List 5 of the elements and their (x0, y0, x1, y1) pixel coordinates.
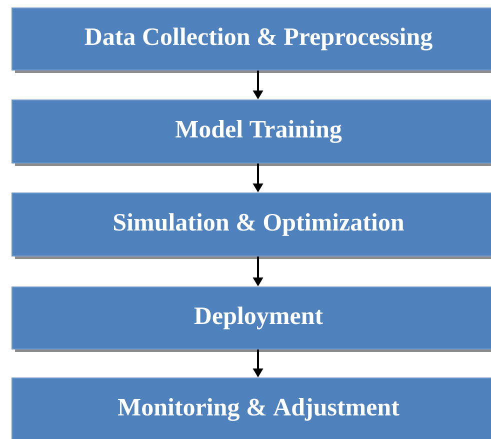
process-box: Monitoring & Adjustment (12, 377, 491, 439)
process-box: Deployment (12, 286, 491, 352)
process-box: Data Collection & Preprocessing (12, 8, 491, 73)
process-box: Simulation & Optimization (12, 192, 491, 259)
process-box: Model Training (12, 100, 491, 166)
